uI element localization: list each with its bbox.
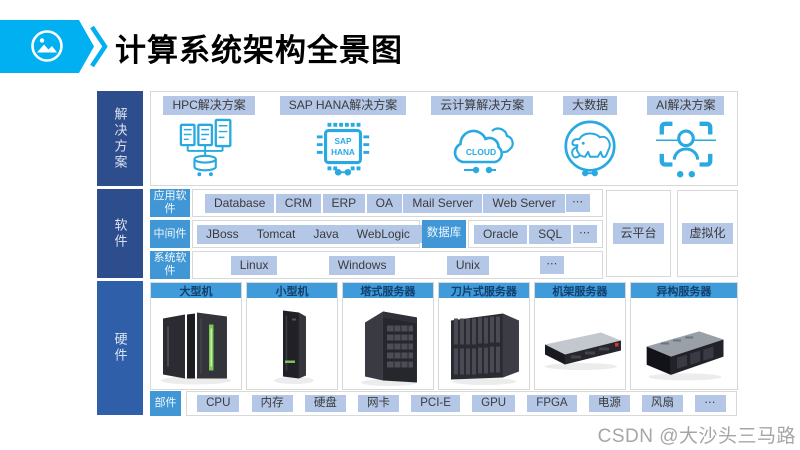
sidebar-software: 软件 bbox=[97, 189, 143, 278]
watermark: CSDN @大沙头三马路 bbox=[597, 426, 796, 447]
solution-label: 云计算解决方案 bbox=[431, 96, 534, 115]
ellipsis-tag: ⋯ bbox=[695, 394, 726, 413]
middleware-group: JBoss Tomcat Java WebLogic ⋯ bbox=[192, 220, 443, 248]
component-tag: PCI-E bbox=[411, 394, 460, 413]
row-label-app-software: 应用软件 bbox=[150, 189, 190, 217]
component-tag: GPU bbox=[472, 394, 516, 413]
ai-face-scan-icon bbox=[655, 121, 716, 178]
svg-text:CLOUD: CLOUD bbox=[466, 147, 496, 157]
sap-hana-chip-icon: SAP HANA bbox=[316, 122, 370, 176]
solution-item-ai: AI解决方案 bbox=[647, 96, 725, 180]
software-tag: Java bbox=[304, 224, 348, 244]
svg-text:HANA: HANA bbox=[331, 148, 355, 157]
software-panel: 应用软件 Database CRM ERP OA Mail Server Web… bbox=[150, 189, 603, 279]
solution-label: 大数据 bbox=[563, 96, 618, 115]
software-tag: Database bbox=[205, 193, 275, 213]
software-tag: WebLogic bbox=[347, 224, 419, 244]
component-tag: 内存 bbox=[251, 394, 293, 413]
hpc-cluster-icon bbox=[179, 118, 232, 177]
middleware-row: 中间件 JBoss Tomcat Java WebLogic ⋯ 数据库 Ora… bbox=[150, 220, 603, 248]
cloud-icon: CLOUD bbox=[453, 127, 514, 174]
hadoop-elephant-icon bbox=[564, 120, 616, 177]
hardware-panel: 大型机 小型机 bbox=[150, 282, 738, 390]
solution-label: AI解决方案 bbox=[647, 96, 725, 115]
component-tag: CPU bbox=[197, 394, 240, 413]
software-tag: SQL bbox=[529, 224, 572, 244]
server-card-header: 机架服务器 bbox=[534, 283, 625, 298]
solution-item-sap-hana: SAP HANA解决方案 SAP HANA bbox=[279, 96, 407, 180]
image-icon bbox=[31, 30, 63, 62]
system-software-group: Linux Windows Unix ⋯ bbox=[192, 251, 603, 279]
server-card-rack: 机架服务器 bbox=[533, 282, 626, 390]
rack-server-image bbox=[544, 332, 621, 370]
component-tag: 电源 bbox=[588, 394, 630, 413]
ellipsis-tag: ⋯ bbox=[540, 256, 565, 274]
heterogeneous-server-image bbox=[646, 331, 724, 381]
mainframe-image bbox=[160, 312, 231, 385]
components-label: 部件 bbox=[150, 391, 181, 416]
server-card-header: 刀片式服务器 bbox=[438, 283, 529, 298]
ellipsis-tag: ⋯ bbox=[573, 225, 598, 243]
sidebar-hardware: 硬件 bbox=[97, 281, 143, 415]
solution-item-cloud-computing: 云计算解决方案 CLOUD bbox=[431, 96, 534, 180]
software-tag: Linux bbox=[230, 255, 278, 275]
component-tag: 网卡 bbox=[358, 394, 400, 413]
server-card-tower: 塔式服务器 bbox=[341, 282, 434, 390]
software-tag: ERP bbox=[322, 193, 366, 213]
system-software-row: 系统软件 Linux Windows Unix ⋯ bbox=[150, 251, 603, 279]
solution-label: SAP HANA解决方案 bbox=[279, 96, 407, 115]
component-tag: FPGA bbox=[527, 394, 577, 413]
solution-label: HPC解决方案 bbox=[163, 96, 255, 115]
components-group: CPU 内存 硬盘 网卡 PCI-E GPU FPGA 电源 风扇 ⋯ bbox=[186, 391, 737, 416]
server-card-header: 大型机 bbox=[151, 283, 241, 298]
server-card-header: 异构服务器 bbox=[630, 283, 737, 298]
row-label-database: 数据库 bbox=[422, 220, 466, 248]
virtualization-box: 虚拟化 bbox=[677, 190, 738, 277]
server-card-mainframe: 大型机 bbox=[150, 282, 242, 390]
page-title: 计算系统架构全景图 bbox=[115, 33, 403, 68]
software-tag: Tomcat bbox=[247, 224, 305, 244]
database-group: Oracle SQL ⋯ bbox=[468, 220, 603, 248]
virtualization-tag: 虚拟化 bbox=[682, 223, 733, 244]
software-tag: Mail Server bbox=[403, 193, 483, 213]
software-tag: Unix bbox=[446, 255, 489, 275]
solution-item-hpc: HPC解决方案 bbox=[163, 96, 255, 180]
cloud-platform-box: 云平台 bbox=[606, 190, 671, 277]
server-card-blade: 刀片式服务器 bbox=[437, 282, 530, 390]
tower-server-image bbox=[360, 311, 417, 386]
server-card-heterogeneous: 异构服务器 bbox=[629, 282, 738, 390]
row-label-system-software: 系统软件 bbox=[150, 251, 190, 279]
server-card-header: 小型机 bbox=[246, 283, 337, 298]
title-badge bbox=[0, 20, 94, 73]
software-tag: OA bbox=[366, 193, 402, 213]
cloud-platform-tag: 云平台 bbox=[613, 223, 664, 244]
row-label-middleware: 中间件 bbox=[150, 220, 190, 248]
solution-item-big-data: 大数据 bbox=[558, 96, 622, 180]
sidebar-solutions: 解决方案 bbox=[97, 91, 143, 186]
component-tag: 硬盘 bbox=[304, 394, 346, 413]
component-tag: 风扇 bbox=[642, 394, 684, 413]
chevron-icon bbox=[90, 25, 108, 68]
blade-server-image bbox=[450, 313, 519, 385]
software-tag: Windows bbox=[328, 255, 396, 275]
server-card-header: 塔式服务器 bbox=[342, 283, 433, 298]
software-tag: JBoss bbox=[197, 224, 248, 244]
minicomputer-image bbox=[273, 310, 314, 384]
software-tag: Oracle bbox=[473, 224, 528, 244]
solutions-panel: HPC解决方案 bbox=[150, 91, 738, 186]
app-software-group: Database CRM ERP OA Mail Server Web Serv… bbox=[192, 189, 603, 217]
server-card-minicomputer: 小型机 bbox=[245, 282, 338, 390]
software-tag: CRM bbox=[275, 193, 322, 213]
svg-text:SAP: SAP bbox=[335, 137, 352, 146]
ellipsis-tag: ⋯ bbox=[566, 194, 590, 212]
app-software-row: 应用软件 Database CRM ERP OA Mail Server Web… bbox=[150, 189, 603, 217]
software-tag: Web Server bbox=[483, 193, 565, 213]
